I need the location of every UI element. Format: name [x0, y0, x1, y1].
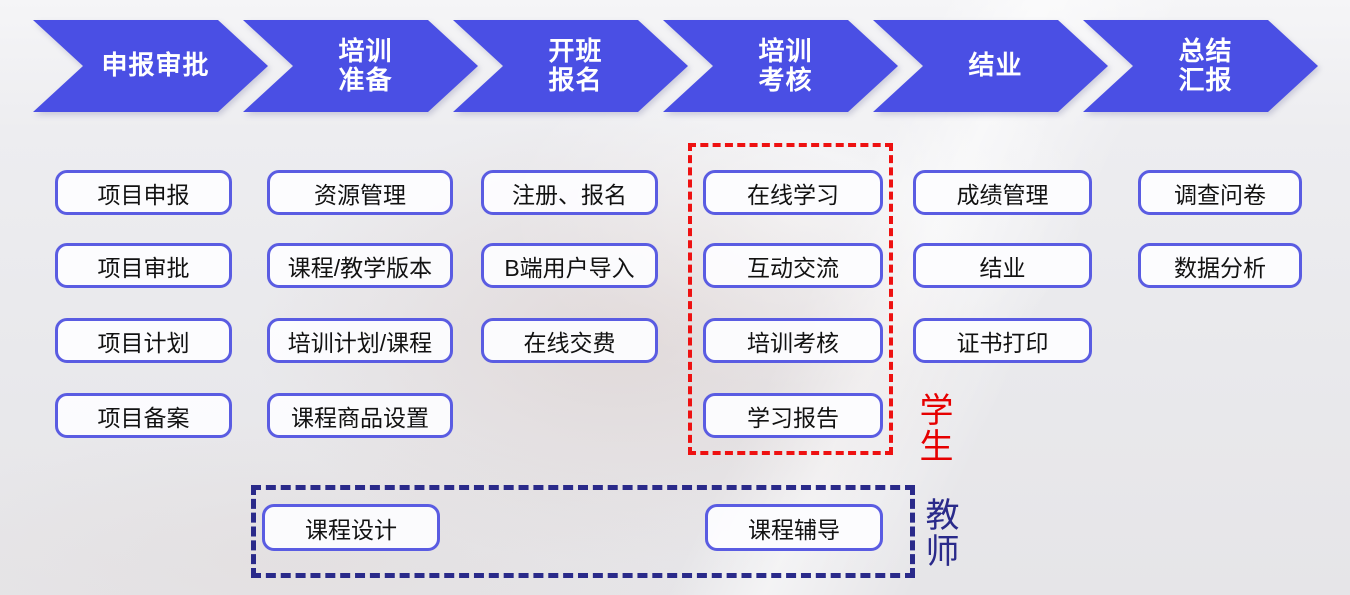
flow-step-line2: 报名 [548, 65, 603, 95]
flow-step-class-registration: 开班 报名 [453, 20, 688, 112]
flow-step-summary-report: 总结 汇报 [1083, 20, 1318, 112]
flow-step-label: 开班 报名 [548, 37, 602, 95]
flow-step-training-preparation: 培训 准备 [243, 20, 478, 112]
box-online-learning: 在线学习 [703, 170, 883, 215]
box-survey-questionnaire: 调查问卷 [1138, 170, 1302, 215]
flow-step-line1: 总结 [1178, 35, 1233, 66]
flow-step-line1: 申报审批 [101, 50, 210, 81]
box-data-analysis: 数据分析 [1138, 243, 1302, 288]
box-score-management: 成绩管理 [913, 170, 1092, 215]
box-graduation: 结业 [913, 243, 1092, 288]
teacher-group-label: 教师 [920, 497, 958, 569]
flow-step-line2: 汇报 [1178, 65, 1233, 95]
box-project-application: 项目申报 [55, 170, 232, 215]
student-group-outline [688, 143, 893, 455]
box-b2b-user-import: B端用户导入 [481, 243, 658, 288]
flow-step-line1: 开班 [548, 35, 603, 66]
box-course-product-setup: 课程商品设置 [267, 393, 453, 438]
box-project-approval: 项目审批 [55, 243, 232, 288]
box-project-plan: 项目计划 [55, 318, 232, 363]
flow-step-graduation: 结业 [873, 20, 1108, 112]
student-group-label: 学生 [914, 392, 952, 464]
box-certificate-print: 证书打印 [913, 318, 1092, 363]
flow-step-label: 培训 准备 [338, 37, 392, 95]
chevron-arrow-shape: 申报审批 [33, 20, 268, 112]
chevron-arrow-shape: 培训 考核 [663, 20, 898, 112]
flow-step-training-assessment: 培训 考核 [663, 20, 898, 112]
chevron-arrow-shape: 结业 [873, 20, 1108, 112]
box-course-design: 课程设计 [262, 504, 440, 551]
box-resource-management: 资源管理 [267, 170, 453, 215]
flow-step-label: 总结 汇报 [1178, 37, 1232, 95]
box-course-tutoring: 课程辅导 [705, 504, 883, 551]
flow-step-line1: 培训 [338, 35, 393, 66]
chevron-arrow-shape: 总结 汇报 [1083, 20, 1318, 112]
flow-step-label: 结业 [968, 51, 1022, 80]
box-learning-report: 学习报告 [703, 393, 883, 438]
chevron-arrow-shape: 培训 准备 [243, 20, 478, 112]
box-interactive-exchange: 互动交流 [703, 243, 883, 288]
chevron-arrow-shape: 开班 报名 [453, 20, 688, 112]
flow-step-application-approval: 申报审批 [33, 20, 268, 112]
flow-step-line2: 准备 [338, 65, 393, 95]
flow-step-line1: 结业 [968, 50, 1023, 81]
box-project-filing: 项目备案 [55, 393, 232, 438]
flow-step-line1: 培训 [758, 35, 813, 66]
box-register-signup: 注册、报名 [481, 170, 658, 215]
flow-step-line2: 考核 [758, 65, 813, 95]
box-course-teaching-version: 课程/教学版本 [267, 243, 453, 288]
teacher-group-outline [251, 485, 915, 578]
flow-step-label: 申报审批 [101, 51, 209, 80]
box-training-assessment: 培训考核 [703, 318, 883, 363]
box-online-payment: 在线交费 [481, 318, 658, 363]
box-training-plan-course: 培训计划/课程 [267, 318, 453, 363]
flow-step-label: 培训 考核 [758, 37, 812, 95]
